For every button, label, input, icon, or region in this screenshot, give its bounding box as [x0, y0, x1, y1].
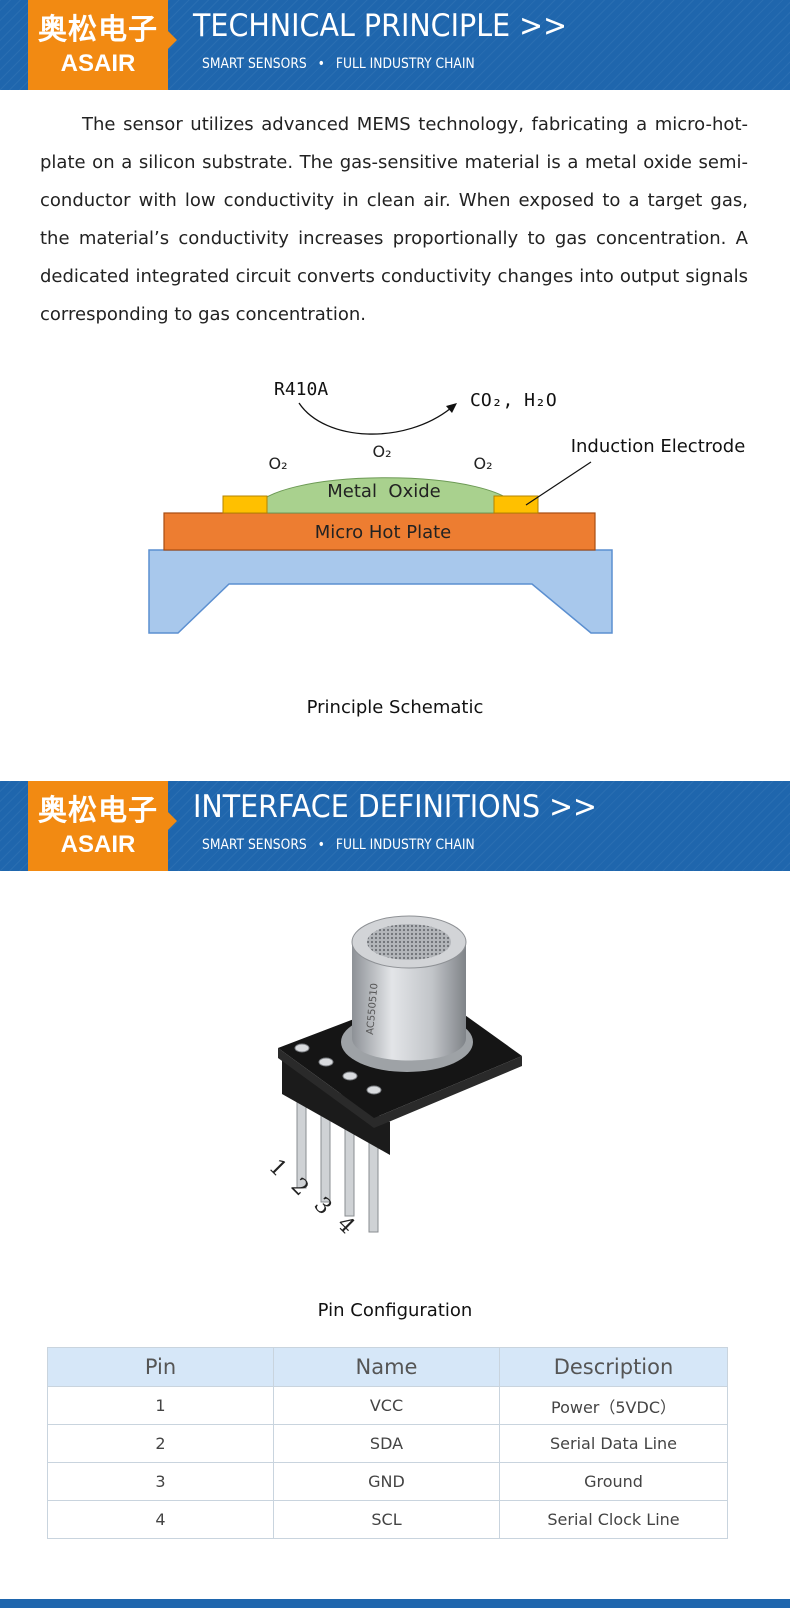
description-cell: Power（5VDC） — [499, 1386, 728, 1425]
asair-logo: 奥松电子 ASAIR — [28, 781, 177, 871]
pin-cell: 1 — [47, 1386, 274, 1425]
cap-marking: AC550510 — [365, 983, 380, 1036]
pcb-edge — [278, 1048, 522, 1128]
pin-cell: 2 — [47, 1424, 274, 1463]
tagline-left: SMART SENSORS — [202, 56, 307, 72]
column-header-name: Name — [273, 1347, 500, 1387]
schematic-caption: Principle Schematic — [306, 697, 484, 718]
brand-tagline: SMART SENSORS • FULL INDUSTRY CHAIN — [202, 56, 475, 72]
table-row: 4 SCL Serial Clock Line — [47, 1500, 728, 1539]
table-row: 2 SDA Serial Data Line — [47, 1424, 728, 1463]
section-header-interface-definitions: 奥松电子 ASAIR INTERFACE DEFINITIONS >> SMAR… — [0, 781, 790, 871]
logo-notch — [168, 812, 177, 830]
section-title: INTERFACE DEFINITIONS >> — [193, 789, 597, 825]
electrode-left — [222, 495, 268, 514]
header-pins — [296, 1099, 379, 1233]
o2-label-center: O₂ — [372, 442, 391, 461]
table-row: 3 GND Ground — [47, 1462, 728, 1501]
principle-paragraph: The sensor utilizes advanced MEMS techno… — [40, 114, 748, 325]
brand-name-cn: 奥松电子 — [37, 12, 158, 46]
sensor-cap — [352, 942, 466, 1061]
o2-label-right: O₂ — [473, 454, 492, 473]
reactant-label: R410A — [274, 379, 328, 400]
tagline-separator: • — [317, 56, 325, 72]
pin-definition-table: Pin Name Description 1 VCC Power（5VDC） 2… — [47, 1347, 728, 1539]
table-row: 1 VCC Power（5VDC） — [47, 1386, 728, 1425]
description-cell: Ground — [499, 1462, 728, 1501]
next-section-banner-edge — [0, 1599, 790, 1608]
product-label: CO₂, H₂O — [470, 390, 557, 411]
asair-logo: 奥松电子 ASAIR — [28, 0, 177, 90]
brand-name-cn: 奥松电子 — [37, 793, 158, 827]
table-header-row: Pin Name Description — [47, 1347, 728, 1387]
name-cell: SDA — [273, 1424, 500, 1463]
logo-notch — [168, 31, 177, 49]
pin-cell: 3 — [47, 1462, 274, 1501]
tagline-left: SMART SENSORS — [202, 837, 307, 853]
pin-number-4: 4 — [332, 1212, 360, 1240]
silicon-substrate — [148, 549, 613, 634]
brand-name-en: ASAIR — [60, 50, 136, 77]
principle-schematic: Micro Hot Plate Metal Oxide Induction El… — [148, 379, 746, 634]
sensor-module-image: AC550510 1 2 3 4 — [264, 915, 522, 1240]
pin-tops — [294, 1043, 382, 1095]
reaction-arrow — [298, 402, 452, 435]
micro-hot-plate — [163, 512, 596, 551]
pin-header — [282, 1060, 390, 1155]
name-cell: SCL — [273, 1500, 500, 1539]
metal-oxide-label: Metal Oxide — [327, 481, 440, 502]
electrode-right — [493, 495, 539, 514]
description-cell: Serial Data Line — [499, 1424, 728, 1463]
description-cell: Serial Clock Line — [499, 1500, 728, 1539]
pin-number-1: 1 — [264, 1155, 292, 1183]
pin-number-2: 2 — [286, 1174, 314, 1202]
electrode-pointer — [525, 461, 592, 506]
pin-cell: 4 — [47, 1500, 274, 1539]
electrode-label: Induction Electrode — [571, 436, 746, 457]
pin-number-3: 3 — [309, 1193, 337, 1221]
tagline-separator: • — [317, 837, 325, 853]
brand-name-en: ASAIR — [60, 831, 136, 858]
pin-configuration-caption: Pin Configuration — [317, 1300, 473, 1321]
o2-label-left: O₂ — [268, 454, 287, 473]
brand-tagline: SMART SENSORS • FULL INDUSTRY CHAIN — [202, 837, 475, 853]
section-header-technical-principle: 奥松电子 ASAIR TECHNICAL PRINCIPLE >> SMART … — [0, 0, 790, 90]
tagline-right: FULL INDUSTRY CHAIN — [335, 56, 475, 72]
cap-mesh — [367, 924, 451, 960]
tagline-right: FULL INDUSTRY CHAIN — [335, 837, 475, 853]
name-cell: GND — [273, 1462, 500, 1501]
reaction-arrowhead — [446, 403, 457, 413]
hot-plate-label: Micro Hot Plate — [315, 522, 452, 543]
column-header-pin: Pin — [47, 1347, 274, 1387]
name-cell: VCC — [273, 1386, 500, 1425]
section-title: TECHNICAL PRINCIPLE >> — [193, 8, 567, 44]
column-header-description: Description — [499, 1347, 728, 1387]
